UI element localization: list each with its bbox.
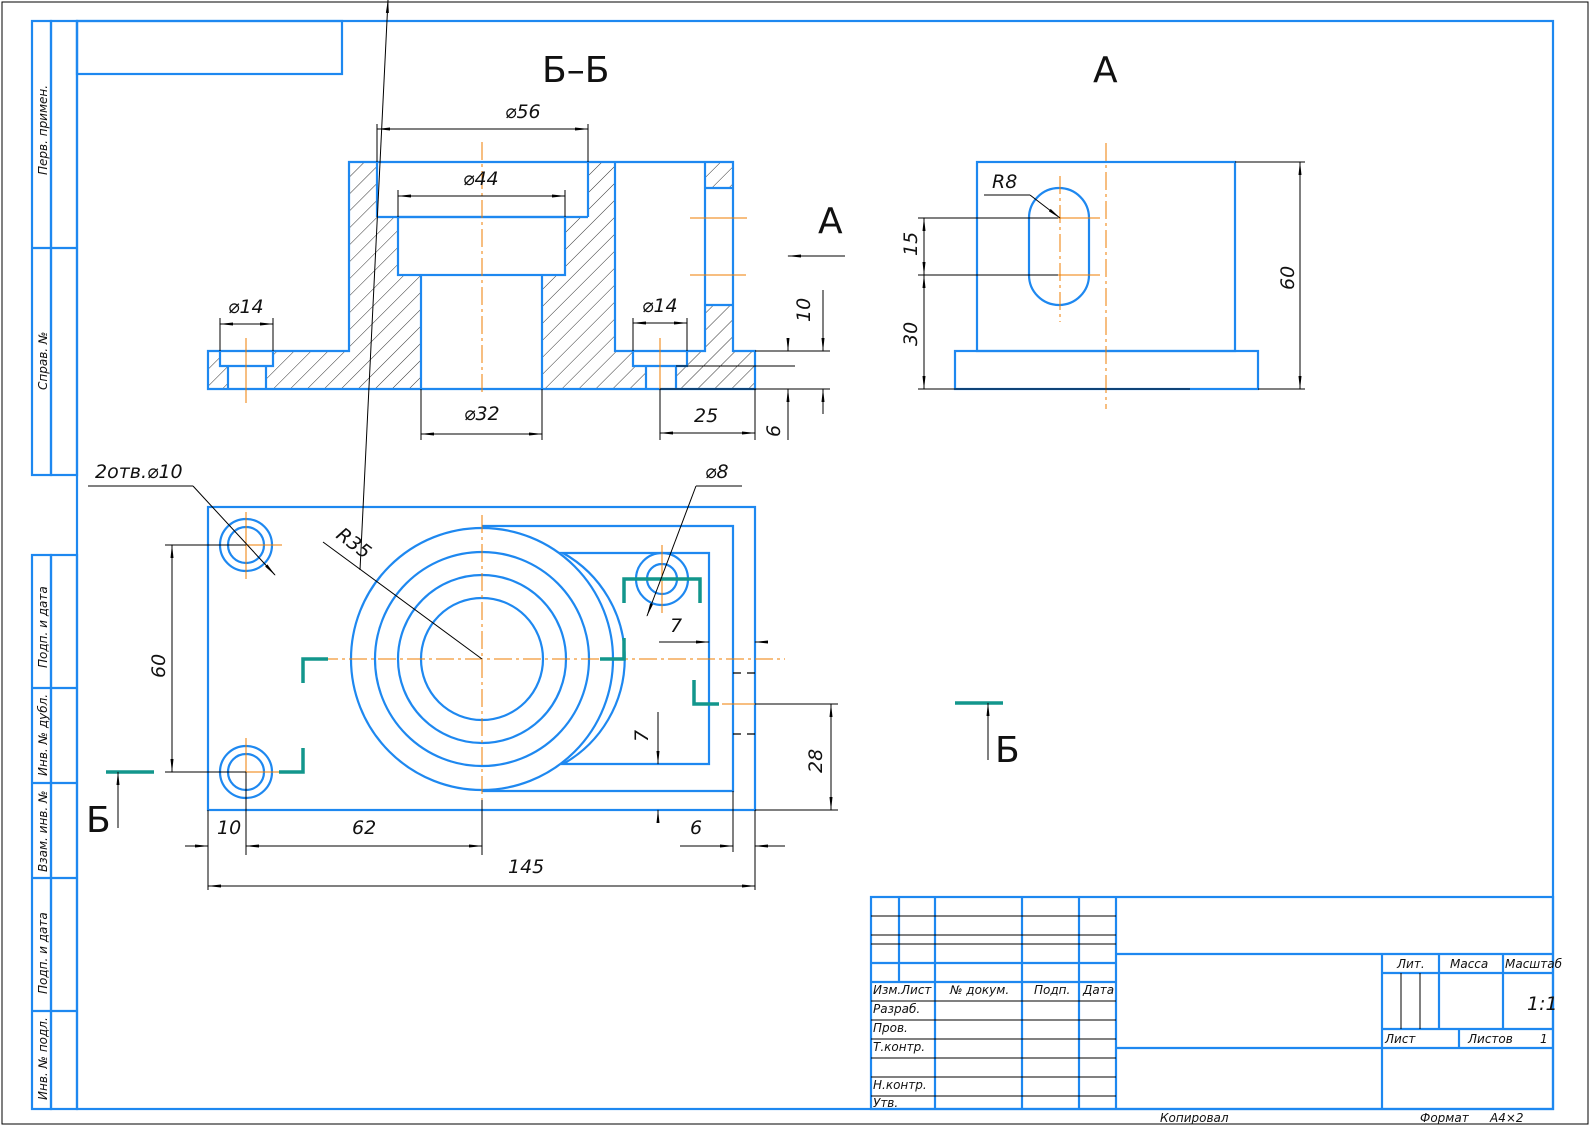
strip-label: Справ. № xyxy=(36,332,50,390)
strip-label: Инв. № дубл. xyxy=(36,694,50,776)
dim-d32: ⌀32 xyxy=(464,403,500,425)
cut-mark xyxy=(301,657,328,683)
dim-w6: 6 xyxy=(690,817,702,839)
tb-header: Подп. xyxy=(1034,983,1070,997)
cut-mark xyxy=(692,680,719,706)
plan-view: Б Б 2отв.⌀10 ⌀8 R35 60 10 62 145 6 7 xyxy=(86,0,1020,890)
dim-r8: R8 xyxy=(992,171,1017,193)
dim-h15: 15 xyxy=(900,232,922,256)
section-view: Б–Б ⌀56 xyxy=(206,50,845,440)
tb-lit-label: Лит. xyxy=(1396,957,1425,971)
tb-header: Дата xyxy=(1082,983,1114,997)
cut-mark xyxy=(279,748,305,774)
format-value: A4×2 xyxy=(1489,1111,1524,1125)
format-label: Формат xyxy=(1420,1111,1470,1125)
dim-d14-right: ⌀14 xyxy=(642,295,678,317)
tb-header: Изм. xyxy=(873,983,901,997)
dim-d14-left: ⌀14 xyxy=(228,296,264,318)
tb-row-label: Т.контр. xyxy=(873,1040,925,1054)
dim-w25: 25 xyxy=(694,405,718,427)
dim-h6: 6 xyxy=(763,425,785,437)
title-block: Изм. Лист № докум. Подп. Дата Разраб. Пр… xyxy=(869,895,1563,1125)
dim-w145: 145 xyxy=(508,856,544,878)
dim-d8: ⌀8 xyxy=(705,461,729,483)
tb-scale-label: Масштаб xyxy=(1505,957,1563,971)
tb-sheet-label: Лист xyxy=(1384,1032,1416,1046)
tb-mass-label: Масса xyxy=(1450,957,1488,971)
dim-h7a: 7 xyxy=(670,615,682,637)
tb-row-label: Утв. xyxy=(873,1096,898,1110)
dim-h28: 28 xyxy=(805,749,827,773)
tb-sheets-label: Листов xyxy=(1467,1032,1513,1046)
dim-h60-plan: 60 xyxy=(148,654,170,678)
strip-label: Инв. № подл. xyxy=(36,1017,50,1100)
view-a-arrow-label: A xyxy=(818,201,843,242)
strip-label: Перв. примен. xyxy=(36,85,50,175)
top-left-box xyxy=(75,19,344,76)
dim-w62: 62 xyxy=(352,817,376,839)
strip-label: Подп. и дата xyxy=(36,586,50,668)
tb-row-label: Пров. xyxy=(873,1021,908,1035)
side-strip-top: Перв. примен. Справ. № xyxy=(30,19,79,477)
strip-label: Подп. и дата xyxy=(36,912,50,994)
tb-row-label: Разраб. xyxy=(873,1002,920,1016)
dim-h10: 10 xyxy=(793,298,815,322)
dim-w10: 10 xyxy=(217,817,241,839)
dim-h30: 30 xyxy=(900,322,922,346)
cut-mark xyxy=(600,638,626,661)
dim-h7b: 7 xyxy=(631,730,653,742)
view-a: A 15 30 60 R8 xyxy=(900,50,1305,409)
dim-d56: ⌀56 xyxy=(505,101,541,123)
cut-label-left: Б xyxy=(86,800,111,841)
cut-label-right: Б xyxy=(995,730,1020,771)
tb-header: № докум. xyxy=(949,983,1009,997)
dim-d44: ⌀44 xyxy=(463,168,499,190)
dim-h60: 60 xyxy=(1277,266,1299,290)
tb-header: Лист xyxy=(900,983,932,997)
dim-r35: R35 xyxy=(332,523,375,563)
section-title: Б–Б xyxy=(542,50,609,91)
cut-mark xyxy=(622,577,702,603)
dim-holes: 2отв.⌀10 xyxy=(95,461,183,483)
side-strip-bottom: Подп. и дата Инв. № дубл. Взам. инв. № П… xyxy=(30,553,79,1111)
strip-label: Взам. инв. № xyxy=(36,791,50,872)
copied-label: Копировал xyxy=(1160,1111,1229,1125)
tb-scale-value: 1:1 xyxy=(1527,993,1558,1015)
view-a-title: A xyxy=(1093,50,1118,91)
drawing-frame xyxy=(75,19,1555,1111)
tb-row-label: Н.контр. xyxy=(873,1078,927,1092)
tb-sheets-value: 1 xyxy=(1540,1032,1548,1046)
